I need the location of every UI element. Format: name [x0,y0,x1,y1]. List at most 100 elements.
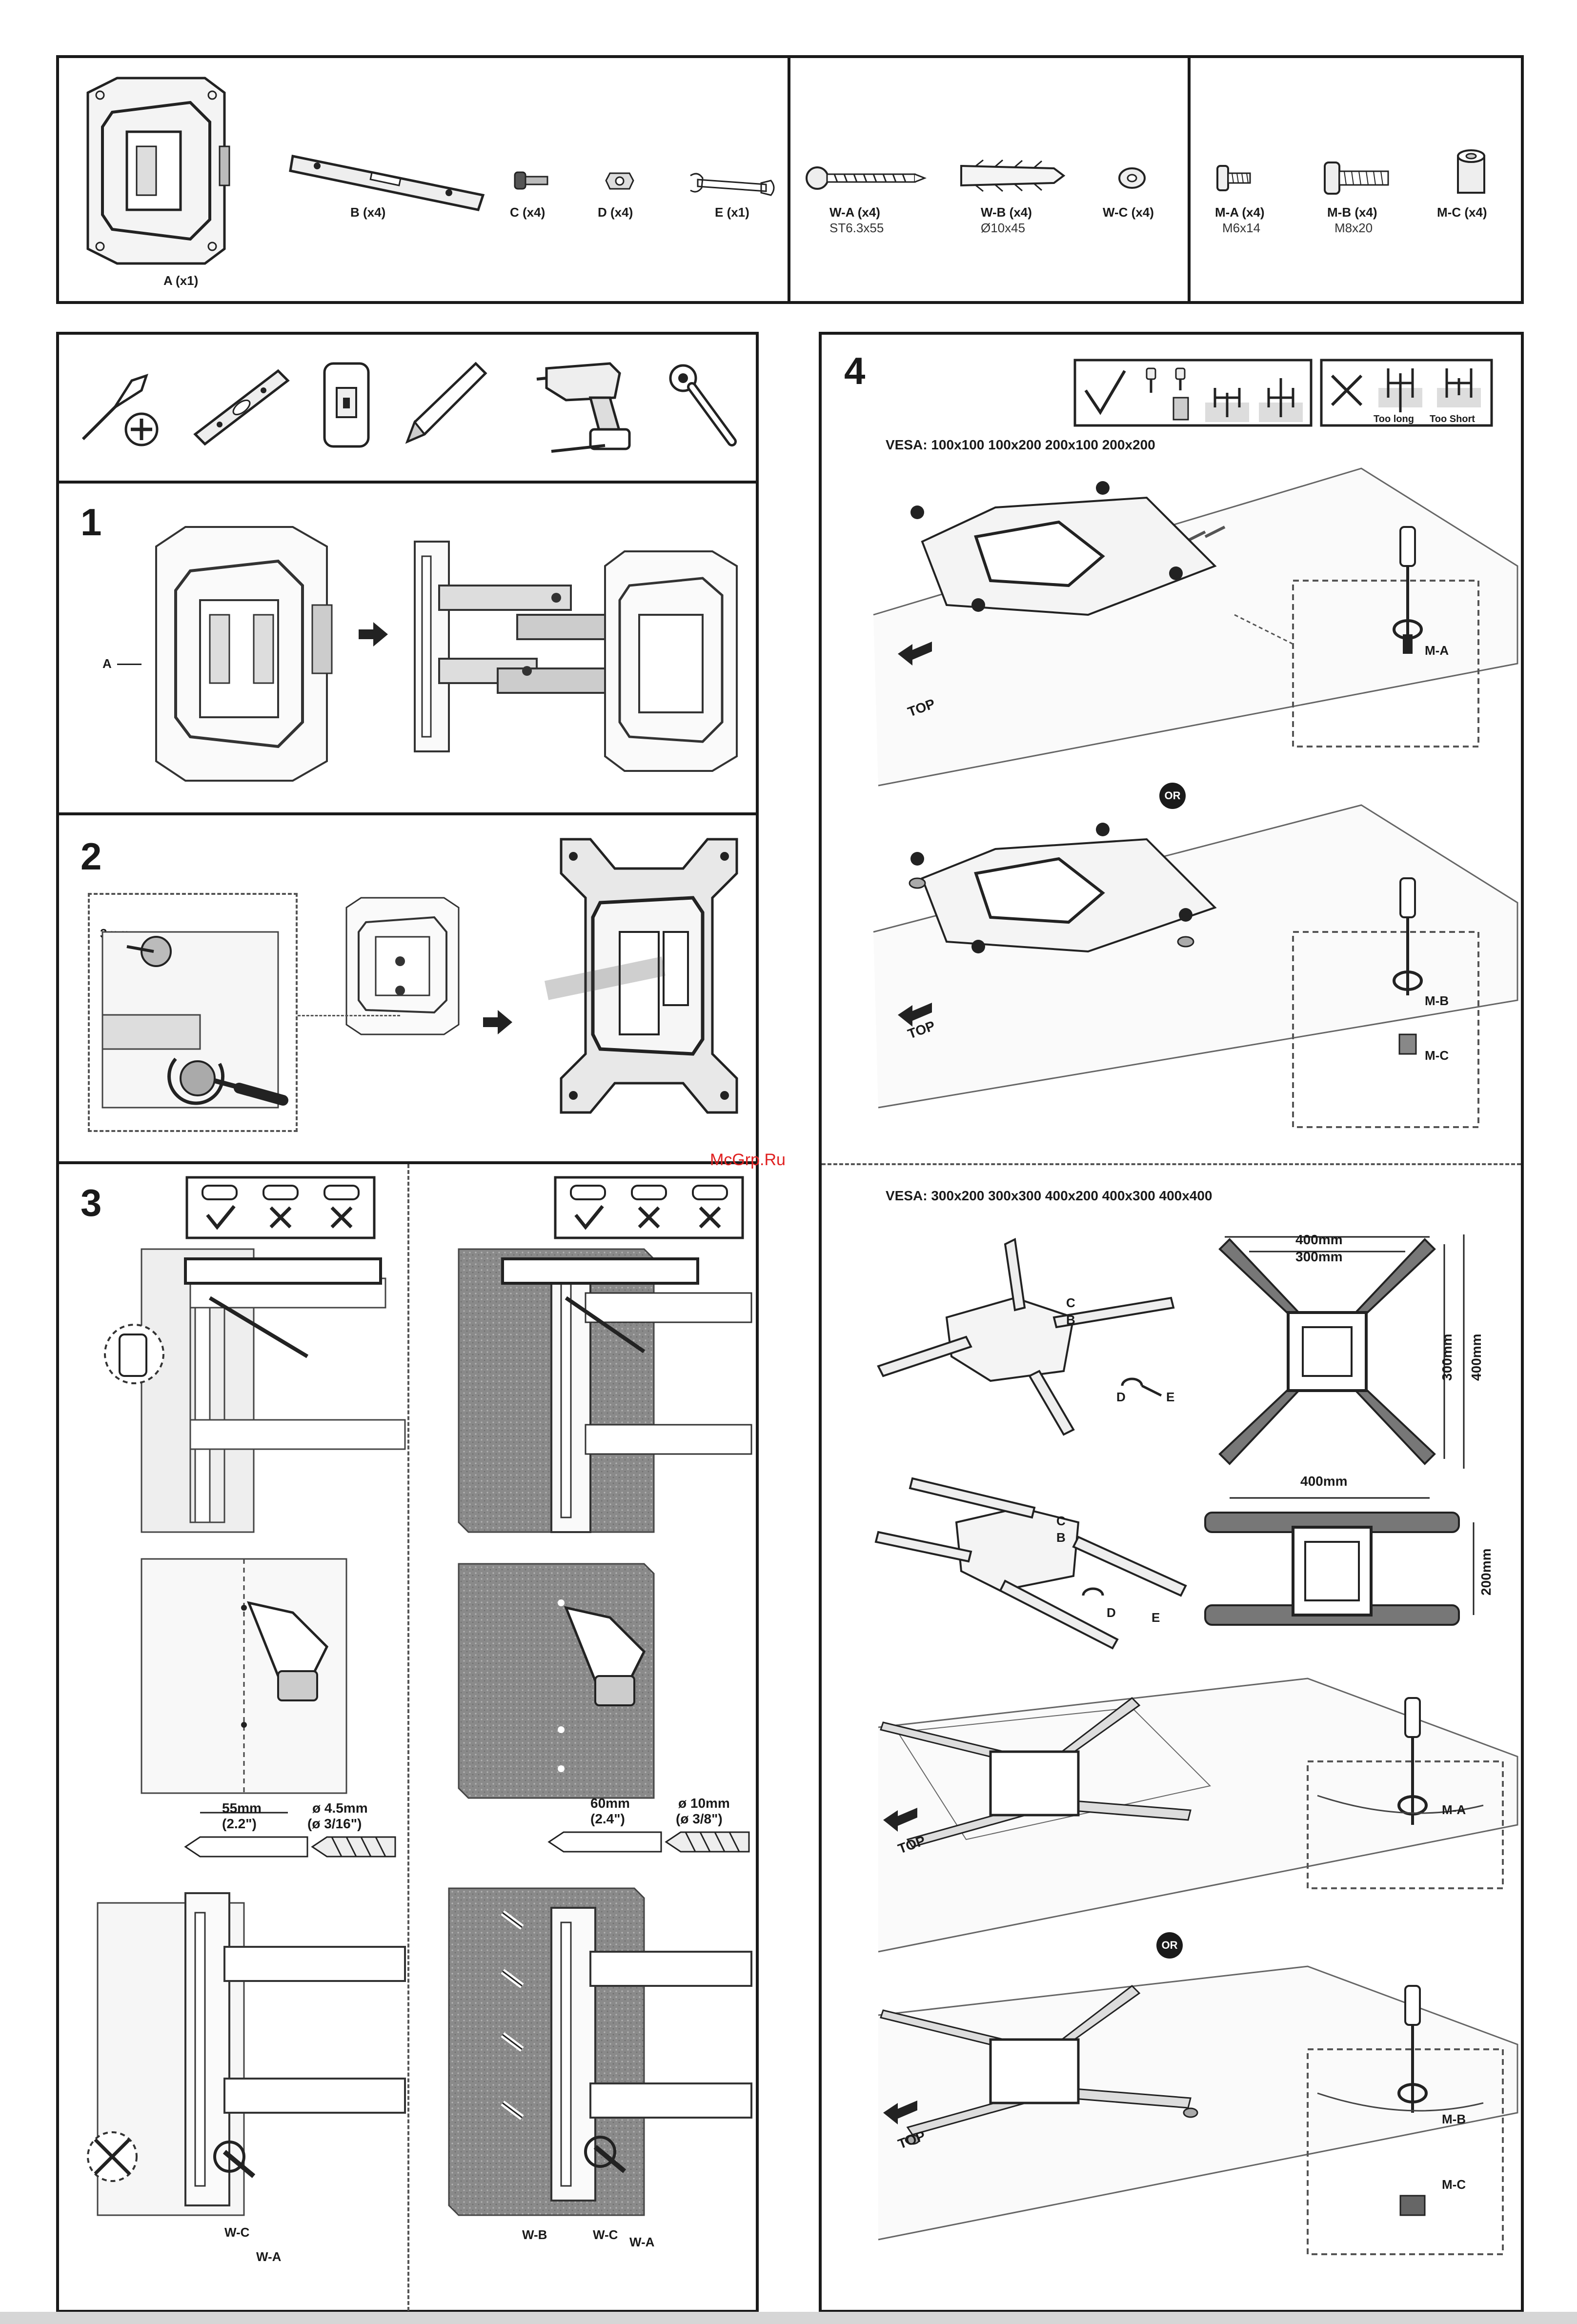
part-mb-size: M8x20 [1334,221,1373,235]
step-3-right-drill: ø 10mm [678,1796,730,1811]
part-e-label: E (x1) [715,205,749,220]
step-4-too-long-label: Too long [1374,414,1414,424]
stud-finder-icon [323,362,370,448]
left-instructions-panel [56,332,759,2313]
step-3-left-drill: ø 4.5mm [312,1800,368,1816]
part-wb-label: W-B (x4) [981,205,1032,220]
step-2-number: 2 [81,835,102,878]
step-4-dim-300-side: 300mm [1439,1334,1455,1381]
step-3-wa-left-label: W-A [256,2249,282,2264]
part-c-label: C (x4) [510,205,546,220]
step-4-mc-label-1: M-C [1425,1048,1449,1063]
step-3-concrete-wall-drill-illustration [458,1563,655,1799]
step-3-wb-right-label: W-B [522,2227,547,2242]
washer-wc-icon [1118,167,1146,189]
step-4-arms-assembly-h-illustration [874,1477,1187,1650]
step-4-large-vesa-tv-ma-illustration [878,1677,1518,1953]
step-4-c-label-1: C [1066,1295,1075,1310]
machine-screw-ma-icon [1216,165,1251,191]
step-4-dim-400-top-2: 400mm [1300,1474,1348,1489]
spirit-level-icon [193,369,290,446]
step-3-left-drill-bit-icon [184,1836,396,1858]
step-4-or-badge-1: OR [1159,783,1186,809]
step-2-detail-callout [88,893,298,1132]
parts-divider-1 [788,55,790,304]
step-3-right-spacing: 60mm [590,1796,630,1811]
parts-divider-2 [1188,55,1191,304]
step-4-e-label-1: E [1166,1390,1175,1404]
step-4-mb-label-1: M-B [1425,993,1449,1008]
step-4-correct-screw-length-box [1073,359,1313,427]
step-4-incorrect-screw-length-box [1320,359,1493,427]
step-3-left-spacing-in: (2.2") [222,1816,257,1831]
step-4-b-label-1: B [1066,1313,1075,1327]
step-4-vesa-large-label: VESA: 300x200 300x300 400x200 400x300 40… [886,1188,1213,1203]
step-1-number: 1 [81,501,102,544]
part-ma-size: M6x14 [1222,221,1261,235]
step-3-wood-wall-drill-illustration [141,1558,347,1814]
step-3-wood-wall-level-illustration [104,1248,406,1533]
step-4-h-bracket-dimension-diagram [1204,1497,1475,1626]
part-wb-size: Ø10x45 [981,221,1026,235]
step-4-dashed-divider [822,1163,1521,1165]
step-2-link-line [298,1015,400,1016]
step-3-right-spacing-in: (2.4") [590,1811,625,1826]
part-mc-label: M-C (x4) [1437,205,1487,220]
part-wc-label: W-C (x4) [1103,205,1154,220]
step-4-small-vesa-tv-mb-illustration [873,804,1518,1128]
step-4-x-bracket-dimension-diagram [1218,1234,1465,1469]
part-d-label: D (x4) [598,205,633,220]
step-4-dim-300-top: 300mm [1295,1249,1343,1264]
step-3-right-drill-in: (ø 3/8") [676,1811,723,1826]
step-1-leader-line [117,664,142,665]
step-1-assembled-arm-illustration [414,541,738,772]
step-3-number: 3 [81,1181,102,1224]
step-3-wa-right-label: W-A [629,2235,655,2249]
part-wa-label: W-A (x4) [829,205,880,220]
step-3-level-check-right [554,1176,744,1239]
step-4-c-label-2: C [1056,1514,1066,1528]
step-4-dim-400-side: 400mm [1469,1334,1484,1381]
page-bottom-band [0,2312,1577,2324]
socket-wrench-icon [669,364,737,446]
step-4-ma-label-2: M-A [1442,1802,1466,1817]
extension-arm-icon [289,155,485,211]
machine-screw-mb-icon [1324,162,1389,195]
part-ma-label: M-A (x4) [1215,205,1265,220]
step-2-plate-small-illustration [345,897,460,1035]
step-2-plate-rotated-illustration [544,838,738,1114]
step-4-dim-400-top-1: 400mm [1295,1232,1343,1247]
wall-plate-bracket-icon [86,77,230,265]
bolt-c-icon [514,171,548,190]
step-4-large-vesa-tv-mb-illustration [878,1965,1518,2255]
step-1-label-a: A [102,656,112,671]
wood-screw-icon [806,166,927,190]
step-4-e-label-2: E [1152,1610,1160,1625]
step-1-arrow-icon [359,622,388,647]
part-mb-label: M-B (x4) [1327,205,1377,220]
step-3-level-check-left [185,1176,376,1239]
step-4-d-label-2: D [1107,1605,1116,1620]
watermark-text: McGrp.Ru [710,1151,786,1169]
part-b-label: B (x4) [350,205,386,220]
step-4-mb-label-2: M-B [1442,2112,1466,2126]
screwdriver-phillips-icon [81,374,159,446]
step-2-detail-illustration [101,931,288,1109]
step-4-ma-label-1: M-A [1425,643,1449,658]
nut-d-icon [605,172,634,190]
step-4-too-short-label: Too Short [1430,414,1475,424]
step-4-b-label-2: B [1056,1530,1066,1545]
pencil-icon [405,362,487,444]
step-3-concrete-wall-mount-illustration [448,1887,752,2216]
step-4-dim-200-side: 200mm [1478,1548,1494,1596]
step-4-d-label-1: D [1116,1390,1126,1404]
step-4-or-badge-2: OR [1156,1932,1183,1959]
tools-divider [56,481,759,484]
step2-divider [56,1161,759,1164]
step-3-wood-wall-mount-illustration [87,1892,406,2216]
step-3-left-drill-in: (ø 3/16") [307,1816,362,1831]
step-3-concrete-wall-level-illustration [458,1248,752,1533]
wall-anchor-icon [960,159,1066,192]
step3-center-dashed-line [407,1164,409,2311]
step-4-panel [819,332,1524,2313]
